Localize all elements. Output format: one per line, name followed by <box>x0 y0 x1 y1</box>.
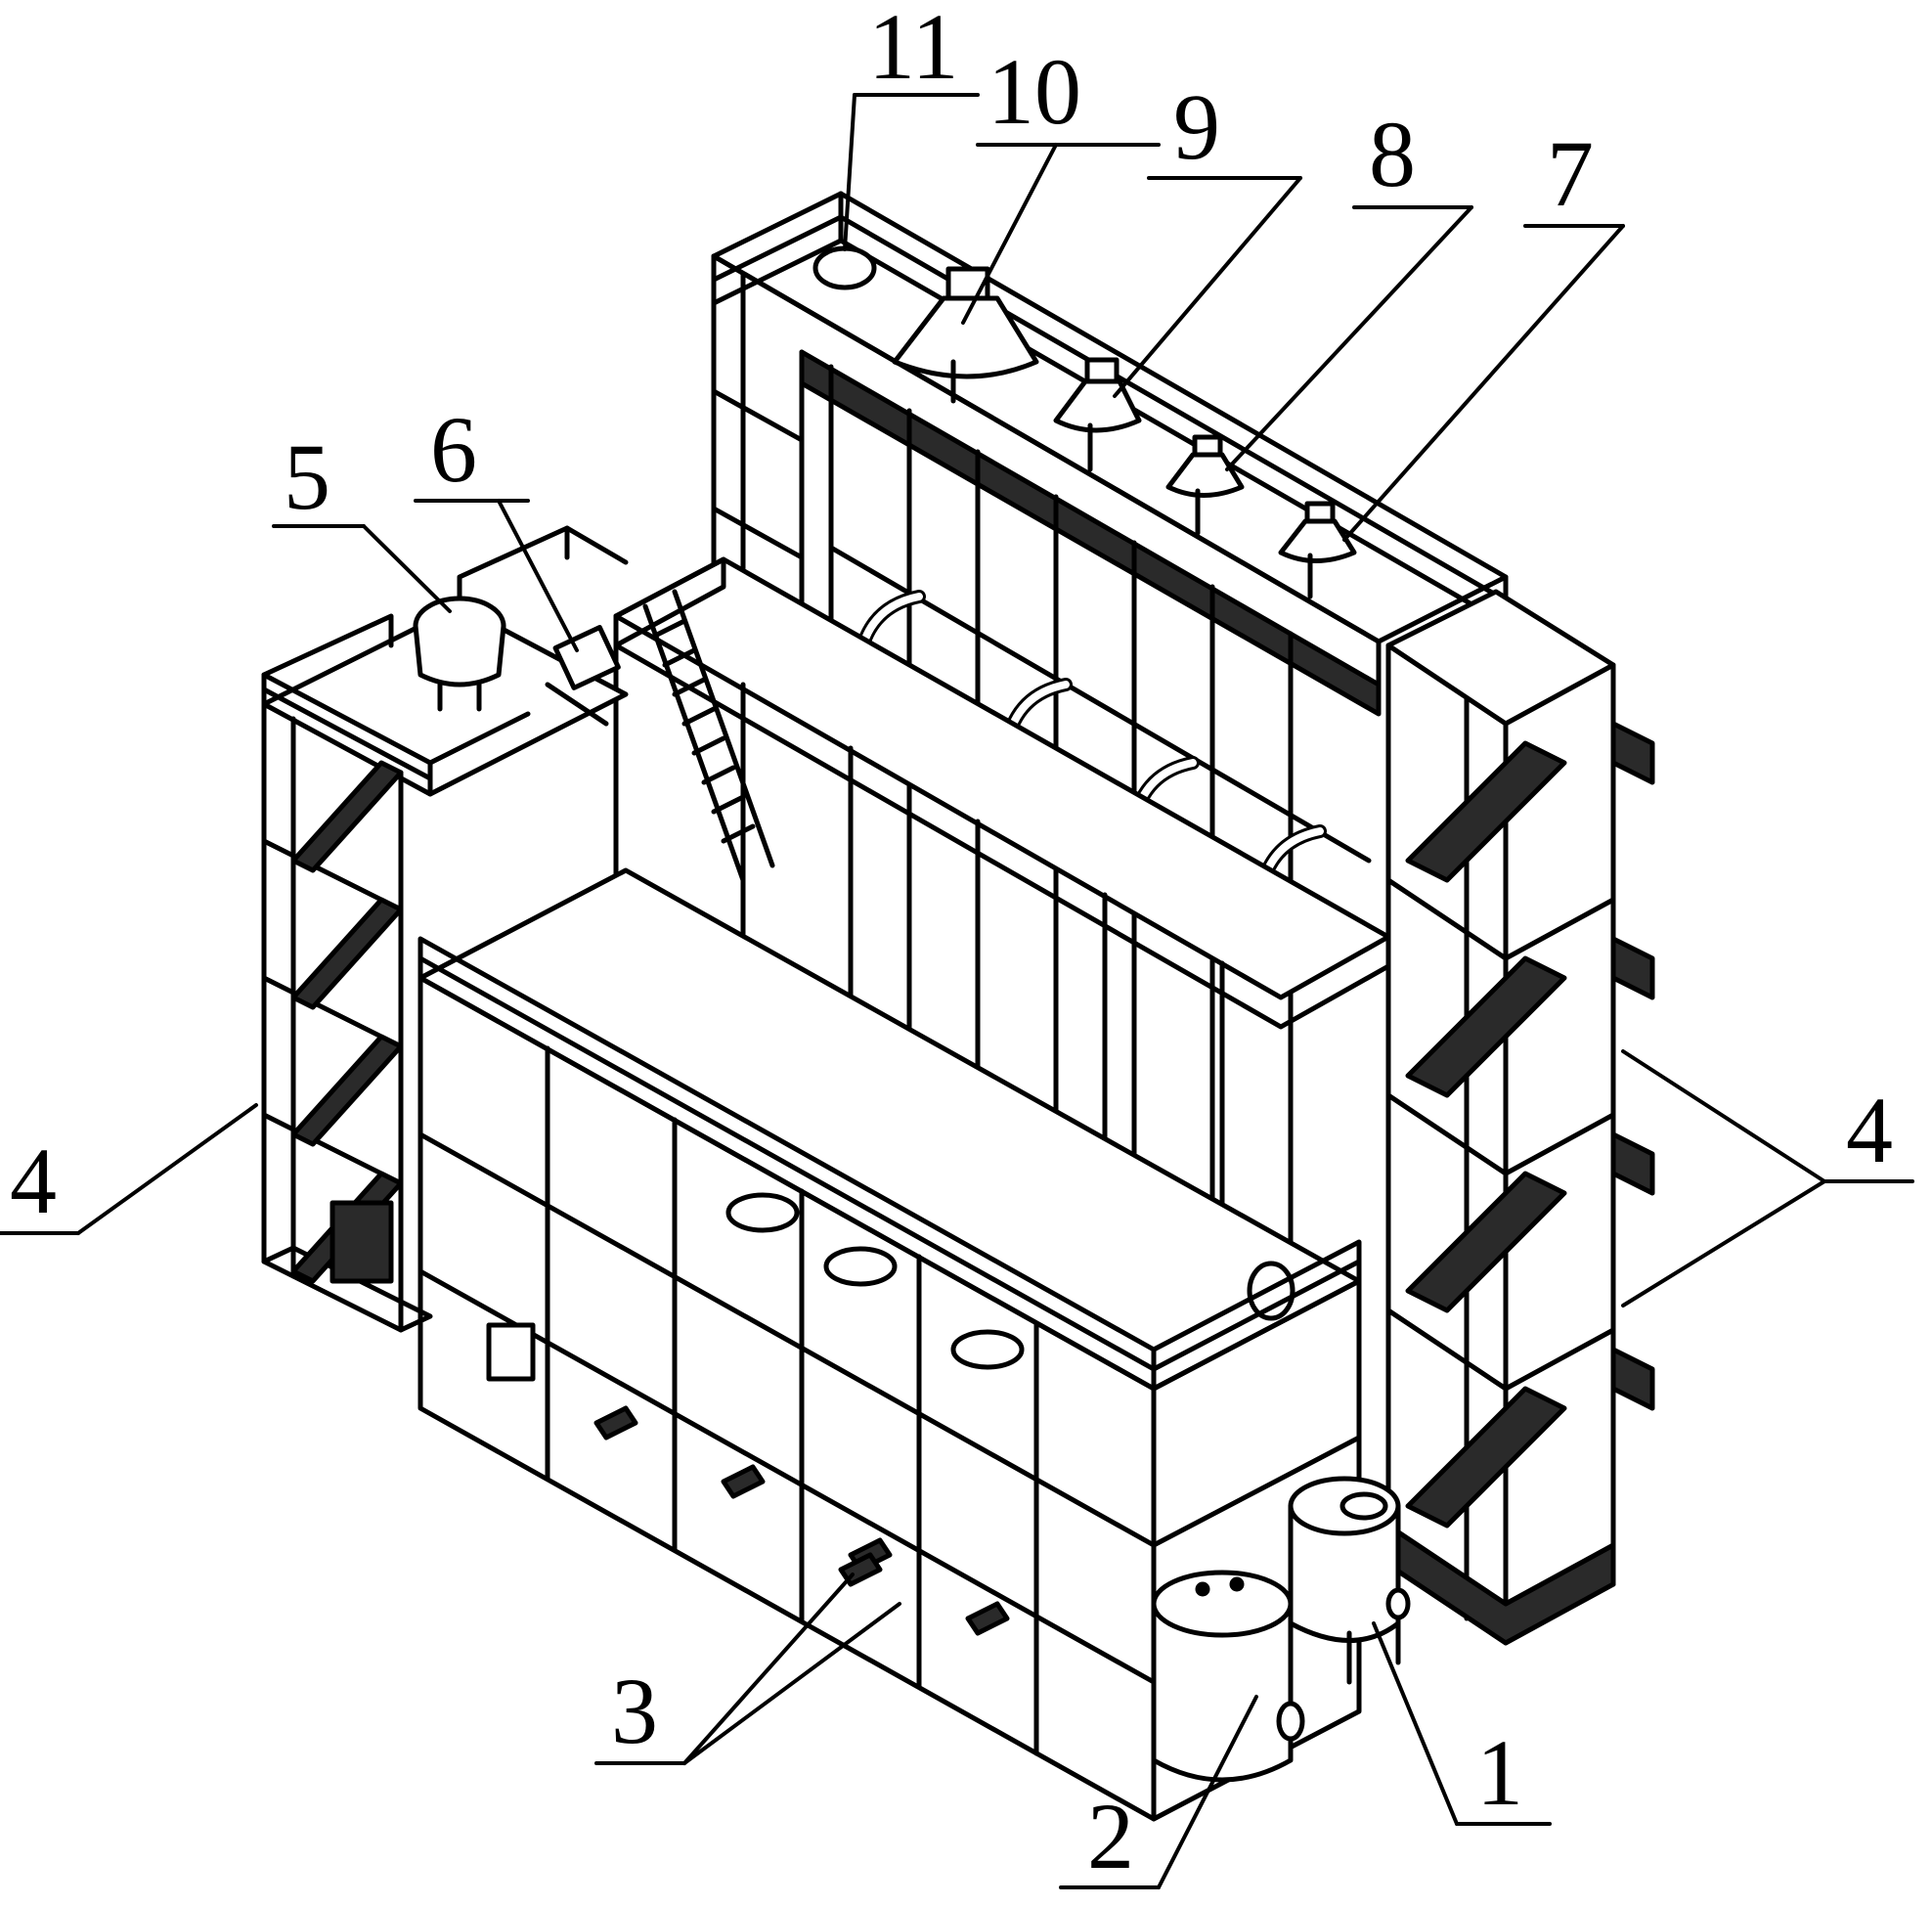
callout-label-5: 5 <box>284 424 330 529</box>
lower-front-block <box>417 867 1362 1822</box>
tank-5 <box>413 596 506 712</box>
callout-label-11: 11 <box>868 0 959 99</box>
callout-label-8: 8 <box>1369 102 1416 206</box>
left-rear-deck <box>261 525 629 797</box>
callout-label-1: 1 <box>1476 1720 1523 1825</box>
right-stair-tower <box>1385 589 1655 1646</box>
rear-deck-top <box>261 603 629 797</box>
callout-label-10: 10 <box>988 39 1081 144</box>
middle-left-frame <box>613 556 726 648</box>
callout-label-3: 3 <box>611 1659 658 1763</box>
left-stair-tower <box>261 701 433 1333</box>
tank-2 <box>1151 1570 1305 1783</box>
callout-label-9: 9 <box>1173 74 1220 179</box>
callout-label-4-right: 4 <box>1846 1078 1893 1182</box>
roof-hatch-11 <box>812 245 877 290</box>
callout-label-6: 6 <box>430 397 477 502</box>
middle-stair <box>642 589 775 883</box>
leader-lines <box>0 93 1914 1889</box>
callout-label-4-left: 4 <box>10 1129 57 1233</box>
control-box <box>486 1322 536 1382</box>
callout-label-7: 7 <box>1547 121 1594 226</box>
cone-hopper-7 <box>1278 518 1357 563</box>
cone-hopper-10 <box>892 295 1039 379</box>
tank-1 <box>1288 1476 1411 1685</box>
callout-label-2: 2 <box>1087 1784 1134 1888</box>
